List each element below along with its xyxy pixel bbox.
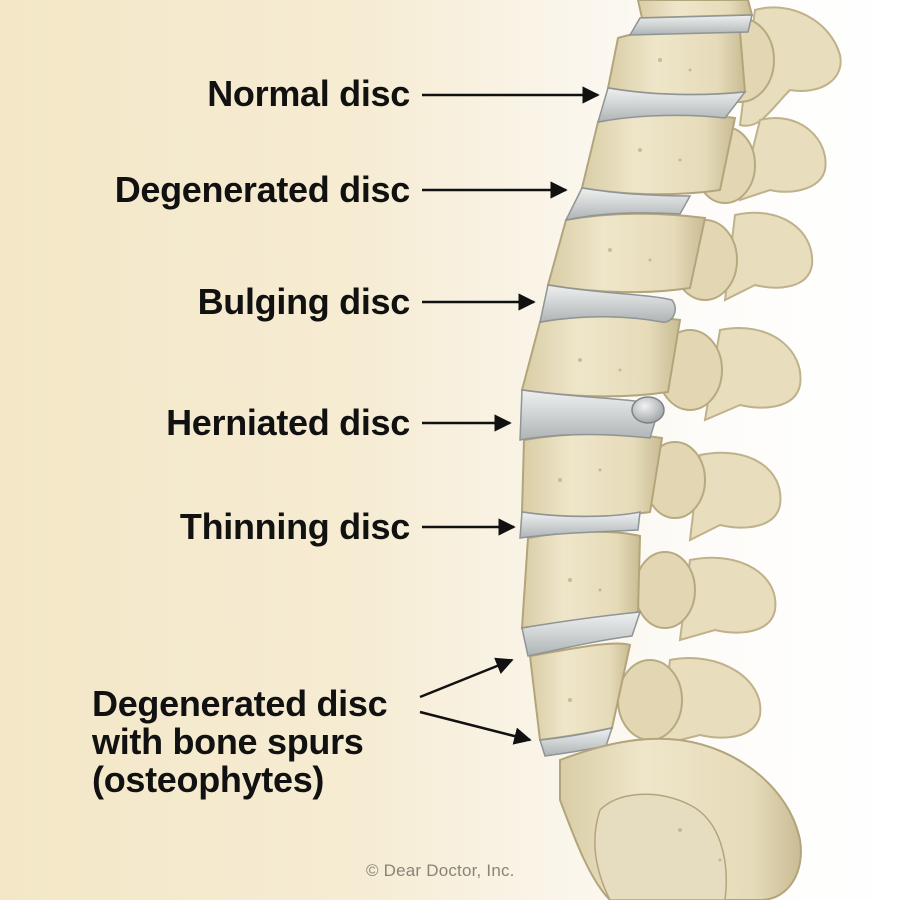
label-degenerated-disc: Degenerated disc <box>114 169 411 210</box>
label-spurs-line1: Degenerated disc <box>92 683 388 724</box>
spinous-processes <box>658 6 842 747</box>
label-herniated-disc: Herniated disc <box>166 402 410 443</box>
disc-herniation <box>631 396 665 424</box>
label-spurs-line2: with bone spurs <box>92 721 364 762</box>
label-normal-disc: Normal disc <box>207 73 410 114</box>
label-bulging-disc: Bulging disc <box>197 281 411 322</box>
label-thinning-disc: Thinning disc <box>179 506 410 547</box>
label-degenerated-disc-bone-spurs: Degenerated disc with bone spurs (osteop… <box>92 683 388 800</box>
label-spurs-line3: (osteophytes) <box>92 759 325 800</box>
intervertebral-discs <box>519 14 753 757</box>
copyright-credit: © Dear Doctor, Inc. <box>366 861 515 880</box>
